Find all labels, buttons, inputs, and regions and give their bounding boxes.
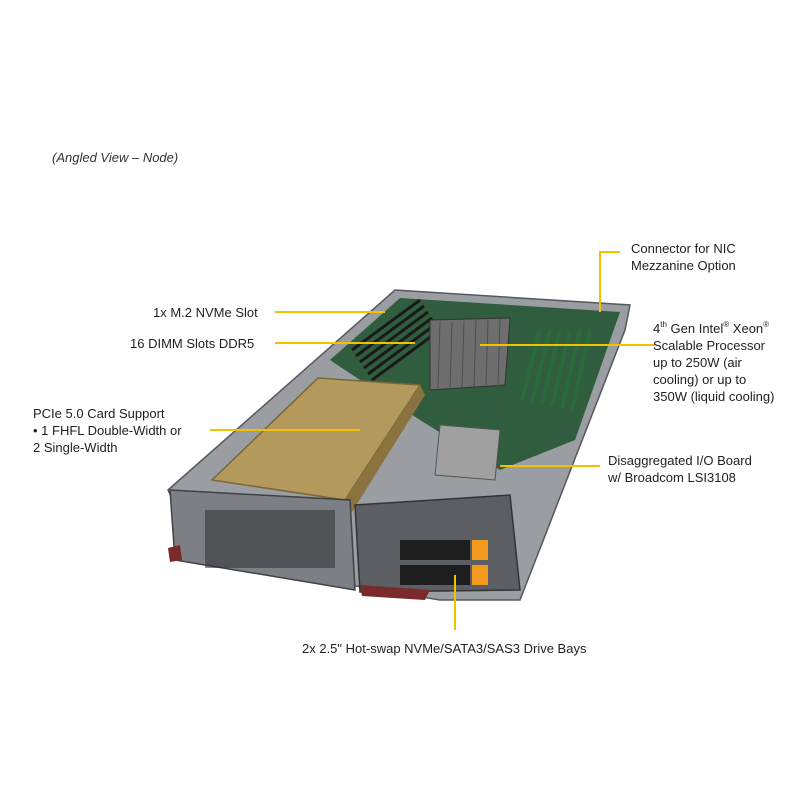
- figure-caption: (Angled View – Node): [52, 150, 179, 165]
- drive-bay-2[interactable]: [400, 565, 470, 585]
- io-board-heatsink: [434, 424, 501, 481]
- callout-nic-connector: Connector for NIC Mezzanine Option: [631, 241, 736, 273]
- leader-nic: [599, 251, 620, 312]
- drive-bay-1[interactable]: [400, 540, 470, 560]
- drive-latch-1[interactable]: [472, 540, 488, 560]
- leader-lines: [210, 251, 655, 630]
- callout-processor: 4th Gen Intel® Xeon® Scalable Processor …: [653, 319, 775, 404]
- callout-m2-slot: 1x M.2 NVMe Slot: [153, 305, 258, 320]
- front-handle-right[interactable]: [360, 585, 430, 600]
- callout-io-board: Disaggregated I/O Board w/ Broadcom LSI3…: [608, 453, 752, 485]
- callout-dimm-slots: 16 DIMM Slots DDR5: [130, 336, 255, 351]
- drive-latch-2[interactable]: [472, 565, 488, 585]
- callout-pcie-support: PCIe 5.0 Card Support • 1 FHFL Double-Wi…: [33, 406, 182, 455]
- dimm-slots-left: [351, 298, 441, 382]
- front-handle-left[interactable]: [168, 545, 182, 562]
- front-grille: [205, 510, 335, 568]
- callout-drive-bays: 2x 2.5" Hot-swap NVMe/SATA3/SAS3 Drive B…: [302, 641, 587, 656]
- pcie-gpu-card-side: [345, 385, 425, 512]
- dimm-slots-right: [520, 329, 592, 411]
